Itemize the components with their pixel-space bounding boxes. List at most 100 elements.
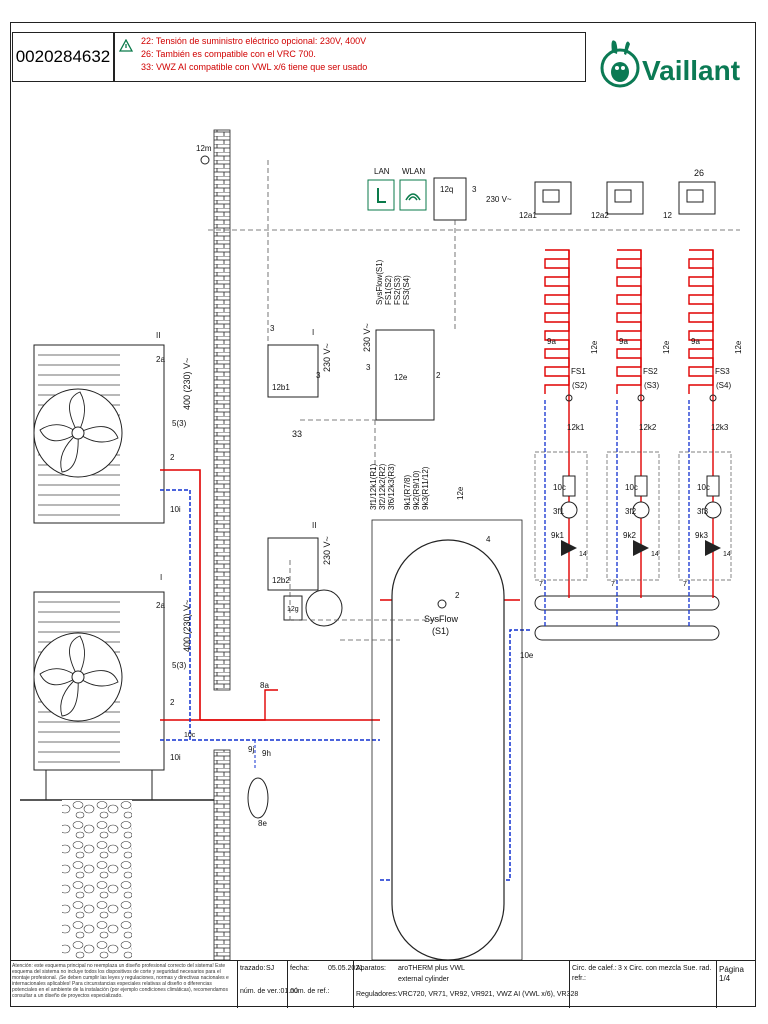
mixer-terminal-label: 9k1(R7/8) xyxy=(403,475,412,510)
label-12e: 12e xyxy=(394,373,408,382)
sensor-channel-label: (S3) xyxy=(644,381,659,390)
tank-sensor-label: SysFlow xyxy=(424,614,459,624)
mixer-label: 9k3 xyxy=(695,531,708,540)
heating-circuits: 12a19aFS1(S2)12k110c3f19k171412e12a29aFS… xyxy=(519,181,743,628)
mixer-port-label: 14 xyxy=(651,551,659,558)
mixer-terminal-label: 9k2(R9/10) xyxy=(412,470,421,510)
ref-label: núm. de ref.: xyxy=(290,988,330,995)
thermostat-icon xyxy=(706,475,720,497)
vaillant-logo: Vaillant xyxy=(586,22,756,114)
mixer-label: 9k1 xyxy=(551,531,564,540)
lan-icon xyxy=(367,179,395,211)
label-roman-ii-1: II xyxy=(156,331,160,340)
label-12b1: 12b1 xyxy=(272,383,290,392)
valve-label: 9a xyxy=(547,337,556,346)
lan-label: LAN xyxy=(374,167,390,176)
version-label: núm. de ver.:01.00 xyxy=(240,988,298,995)
storage-tank xyxy=(391,539,505,961)
document-number: 0020284632 xyxy=(12,32,114,82)
label-8e: 8e xyxy=(258,819,267,828)
terminal-2: 2 xyxy=(455,591,460,600)
trazado-cell: trazado: núm. de ver.:01.00 xyxy=(237,961,298,1008)
cable-label: 12e xyxy=(734,340,743,354)
terminal-2: 2 xyxy=(170,698,175,707)
expansion-vessel-icon xyxy=(247,777,269,819)
box-12b1 xyxy=(267,344,319,398)
label-12m: 12m xyxy=(196,144,212,153)
notes-list: 22: Tensión de suministro eléctrico opci… xyxy=(141,35,367,74)
mixer-port-label: 14 xyxy=(723,551,731,558)
room-unit-label: 12 xyxy=(663,211,672,220)
brick-wall xyxy=(213,129,231,691)
room-controller-icon xyxy=(678,181,716,215)
room-controller-icon xyxy=(534,181,572,215)
cable-label: 12e xyxy=(590,340,599,354)
valve-label: 9a xyxy=(691,337,700,346)
flow-manifold xyxy=(534,595,720,611)
label-2a-2: 2a xyxy=(156,601,165,610)
pump-icon xyxy=(632,501,650,519)
circ-value: 3 x Circ. con mezcla Sue. rad. xyxy=(618,965,712,972)
note-26: 26: También es compatible con el VRC 700… xyxy=(141,49,316,59)
label-230v-1: 230 V~ xyxy=(322,343,332,372)
tank-sensor-s1: (S1) xyxy=(432,626,449,636)
mixer-label: 9k2 xyxy=(623,531,636,540)
aparatos-cell: Aparatos: aroTHERM plus VWL external cyl… xyxy=(353,961,578,1008)
room-controller-icon xyxy=(606,181,644,215)
gravel-bed xyxy=(62,800,132,960)
pump-icon xyxy=(704,501,722,519)
sensor-channel-label: (S4) xyxy=(716,381,731,390)
flow-sensor-label: FS1 xyxy=(571,367,586,376)
label-roman-i-2: I xyxy=(312,328,314,337)
terminal-2: 2 xyxy=(436,371,441,380)
aparatos-label: Aparatos: xyxy=(356,965,386,972)
hare-logo-icon: Vaillant xyxy=(600,40,740,88)
thermostat-label: 12k1 xyxy=(567,423,585,432)
heat-pump-outdoor-unit xyxy=(33,344,165,524)
flow-sensor-label: FS3 xyxy=(715,367,730,376)
box-12e xyxy=(375,329,435,421)
sensor-label-stack: SysFlow(S1)FS1(S2)FS2(S3)FS3(S4) xyxy=(375,259,411,305)
trazado-value: SJ xyxy=(266,965,275,972)
wlan-label: WLAN xyxy=(402,167,425,176)
terminal-3: 3 xyxy=(316,371,321,380)
label-230v-3: 230 V~ xyxy=(362,323,372,352)
label-10e: 10e xyxy=(520,651,534,660)
reguladores-value: VRC720, VR71, VR92, VR921, VWZ AI (VWL x… xyxy=(398,991,579,998)
label-10i-1: 10i xyxy=(170,505,181,514)
label-10c: 10c xyxy=(184,732,196,739)
heat-pump-outdoor-unit xyxy=(33,591,165,771)
page-label: Página 1/4 xyxy=(719,965,744,983)
label-400v-2: 400 (230) V~ xyxy=(182,600,192,652)
manifold-port-label: 7 xyxy=(683,581,687,588)
circuitos-cell: Circ. de calef.: 3 x Circ. con mezcla Su… xyxy=(569,961,716,1008)
relay-label-stack: 3f1/12k1(R1)3f2/12k2(R2)3f6/12k3(R3) xyxy=(369,463,396,510)
pump-label: 3f2 xyxy=(625,507,637,516)
note-22: 22: Tensión de suministro eléctrico opci… xyxy=(141,36,367,46)
room-unit-label: 12a2 xyxy=(591,211,609,220)
note-33: 33: VWZ AI compatible con VWL x/6 tiene … xyxy=(141,62,368,72)
terminal-3: 3 xyxy=(270,324,275,333)
brick-wall-lower xyxy=(213,749,231,961)
fecha-label: fecha: xyxy=(290,965,310,972)
trazado-label: trazado: xyxy=(240,965,266,972)
bus-wiring xyxy=(208,160,740,641)
reguladores-label: Reguladores: xyxy=(356,991,398,998)
mixer-label-stack: 9k1(R7/8)9k2(R9/10)9k3(R11/12) xyxy=(403,466,430,510)
pump-icon xyxy=(560,501,578,519)
flow-sensor-label: FS2 xyxy=(643,367,658,376)
label-4: 4 xyxy=(486,535,491,544)
box-12g xyxy=(283,595,303,621)
label-warning-26: 26 xyxy=(694,168,704,178)
aparatos-value: aroTHERM plus VWL xyxy=(398,965,465,972)
sensor-terminal-label: FS3(S4) xyxy=(402,275,411,305)
thermostat-icon xyxy=(634,475,648,497)
relay-terminal-label: 3f1/12k1(R1) xyxy=(369,463,378,510)
relay-terminal-label: 3f6/12k3(R3) xyxy=(387,463,396,510)
flow-sensor-icon xyxy=(565,394,573,402)
manifold-port-label: 7 xyxy=(539,581,543,588)
sensor-terminal-label: FS2(S3) xyxy=(393,275,402,305)
sensor-channel-label: (S2) xyxy=(572,381,587,390)
